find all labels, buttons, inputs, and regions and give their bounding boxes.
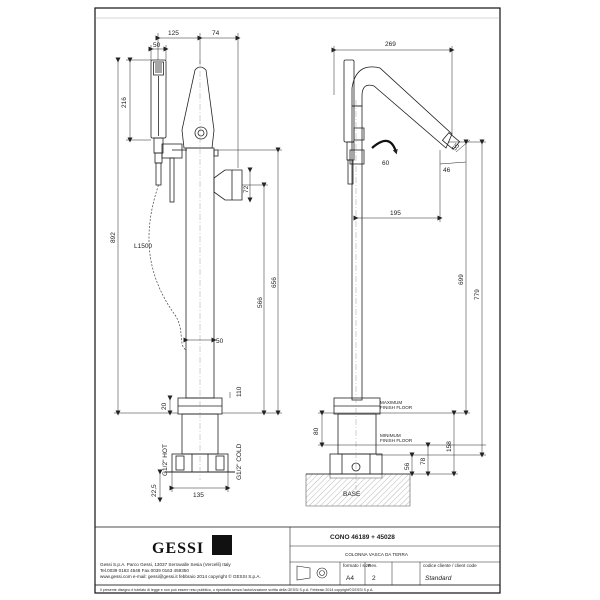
hand-shower [150, 59, 167, 186]
dim-269: 269 [385, 41, 396, 48]
cold-inlet-label: G1/2" COLD [236, 443, 243, 480]
dim-216: 216 [121, 97, 128, 108]
dim-55: 55 [451, 142, 461, 152]
side-body [337, 413, 377, 455]
dim-699: 699 [458, 274, 465, 285]
format-label: formato / size [343, 563, 371, 568]
format-value: A4 [346, 575, 354, 582]
rev-value: 2 [372, 575, 376, 582]
front-view [148, 59, 243, 480]
dim-656: 656 [271, 277, 278, 288]
rotation-angle-label: 60 [382, 160, 390, 167]
dim-20: 20 [161, 402, 168, 410]
hot-inlet-label: G1/2" HOT [162, 444, 169, 476]
client-code-value: Standard [425, 575, 452, 582]
dim-74: 74 [212, 30, 220, 37]
hose-length-label: L1500 [134, 243, 152, 250]
gessi-logo: GESSI [152, 535, 232, 557]
rev-label: Rev. [368, 563, 377, 568]
product-description: COLONNA VASCA DA TERRA [345, 552, 409, 557]
side-column [351, 105, 363, 401]
dim-50-pipe: 50 [216, 338, 224, 345]
sheet-border [94, 7, 501, 594]
dim-50-top: 50 [153, 42, 161, 49]
shower-holder [161, 143, 187, 203]
dim-158: 158 [446, 441, 453, 452]
dim-56: 56 [404, 462, 411, 470]
dim-110: 110 [236, 386, 243, 397]
floor-slab [305, 473, 411, 507]
front-spout [181, 66, 215, 149]
front-dim-labels: 125 74 50 216 892 L1500 72 656 566 50 11… [110, 30, 278, 499]
mixer-handle [213, 169, 243, 201]
shower-hose [148, 184, 187, 351]
dim-80: 80 [313, 427, 320, 435]
dim-125: 125 [168, 30, 179, 37]
rotation-arrow [371, 139, 398, 155]
side-dimensions [318, 46, 486, 477]
dim-135: 135 [193, 492, 204, 499]
client-code-label: codice cliente / client code [423, 563, 477, 568]
title-block: GESSI Gessi S.p.A. Parco Gessi, 13037 Se… [94, 526, 501, 592]
company-address: Gessi S.p.A. Parco Gessi, 13037 Serraval… [100, 562, 231, 567]
company-web: www.gessi.com e-mail: gessi@gessi.it feb… [100, 573, 261, 579]
dim-72: 72 [243, 185, 250, 193]
dim-78: 78 [420, 457, 427, 465]
aerator-ring [194, 126, 208, 140]
dim-892: 892 [110, 232, 117, 243]
side-spout-arc [351, 66, 453, 149]
dim-195: 195 [390, 210, 401, 217]
dim-22-5: 22,5 [151, 484, 158, 497]
dim-46: 46 [443, 167, 451, 174]
dim-566: 566 [257, 297, 264, 308]
side-hand-shower [343, 59, 355, 143]
projection-symbol-icon [296, 565, 328, 581]
company-phone: Tel.0039 0163 4548 Fax.0039 0163 459350 [100, 568, 189, 573]
dim-779: 779 [474, 289, 481, 300]
svg-text:GESSI: GESSI [152, 540, 204, 557]
base-label: BASE [343, 491, 361, 498]
diverter-knob [213, 149, 219, 157]
front-dimensions [114, 33, 282, 503]
product-code: CONO 46189 + 45028 [330, 534, 395, 541]
legal-footer: Il presente disegno è tutelato di legge … [100, 588, 373, 592]
side-view [329, 59, 461, 490]
